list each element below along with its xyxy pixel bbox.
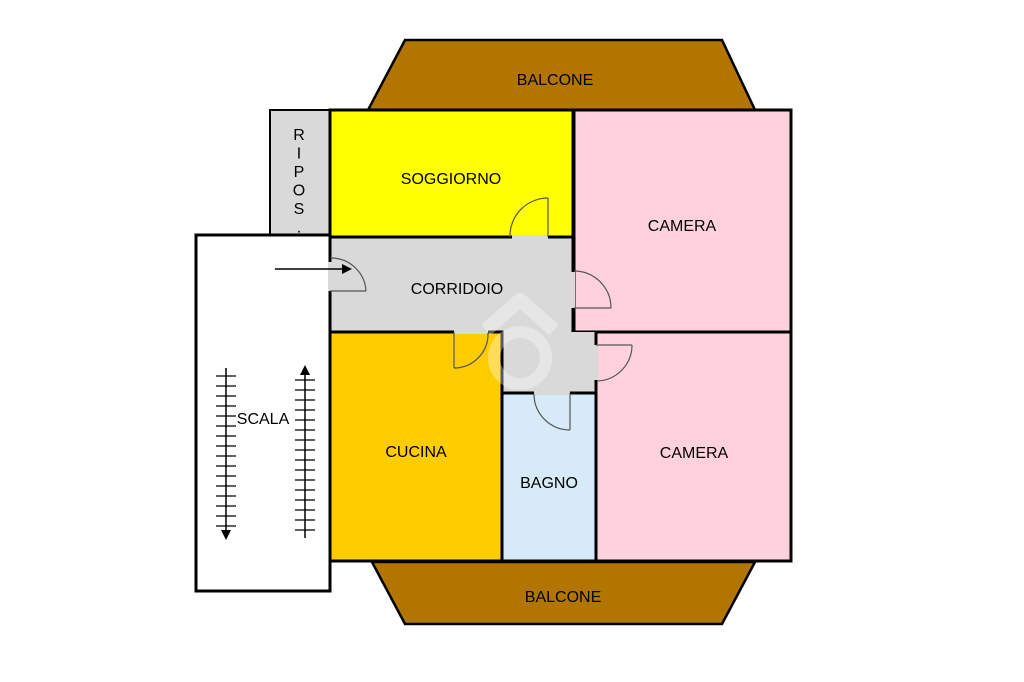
door-swings	[330, 197, 633, 431]
ripostiglio-letter: I	[297, 146, 301, 163]
cucina-label: CUCINA	[385, 444, 447, 461]
stair-arrow-up	[295, 365, 315, 538]
entrance-arrow	[275, 264, 352, 274]
camera-bottom-label: CAMERA	[660, 445, 729, 462]
scala-label: SCALA	[237, 411, 290, 428]
camera-bottom-area	[594, 330, 793, 563]
corridoio-area	[330, 237, 596, 393]
stair-arrow-down	[216, 368, 236, 540]
camera-top-area	[572, 108, 793, 334]
ripostiglio-letter: R	[293, 127, 305, 144]
bagno-label: BAGNO	[520, 475, 578, 492]
balcone-bottom-label: BALCONE	[525, 589, 601, 606]
ripostiglio-letter: O	[293, 183, 305, 200]
door-gaps	[328, 235, 598, 395]
ripostiglio-area	[269, 109, 331, 236]
ripostiglio-letter: .	[297, 220, 301, 237]
scala-area	[194, 233, 332, 593]
camera-top-label: CAMERA	[648, 218, 717, 235]
ripostiglio-letter: P	[294, 164, 305, 181]
bagno-area	[500, 391, 598, 563]
balcone-top-label: BALCONE	[517, 72, 593, 89]
soggiorno-label: SOGGIORNO	[401, 171, 501, 188]
corridoio-label: CORRIDOIO	[411, 281, 503, 298]
watermark-logo	[481, 293, 559, 390]
ripostiglio-letter: S	[294, 201, 305, 218]
